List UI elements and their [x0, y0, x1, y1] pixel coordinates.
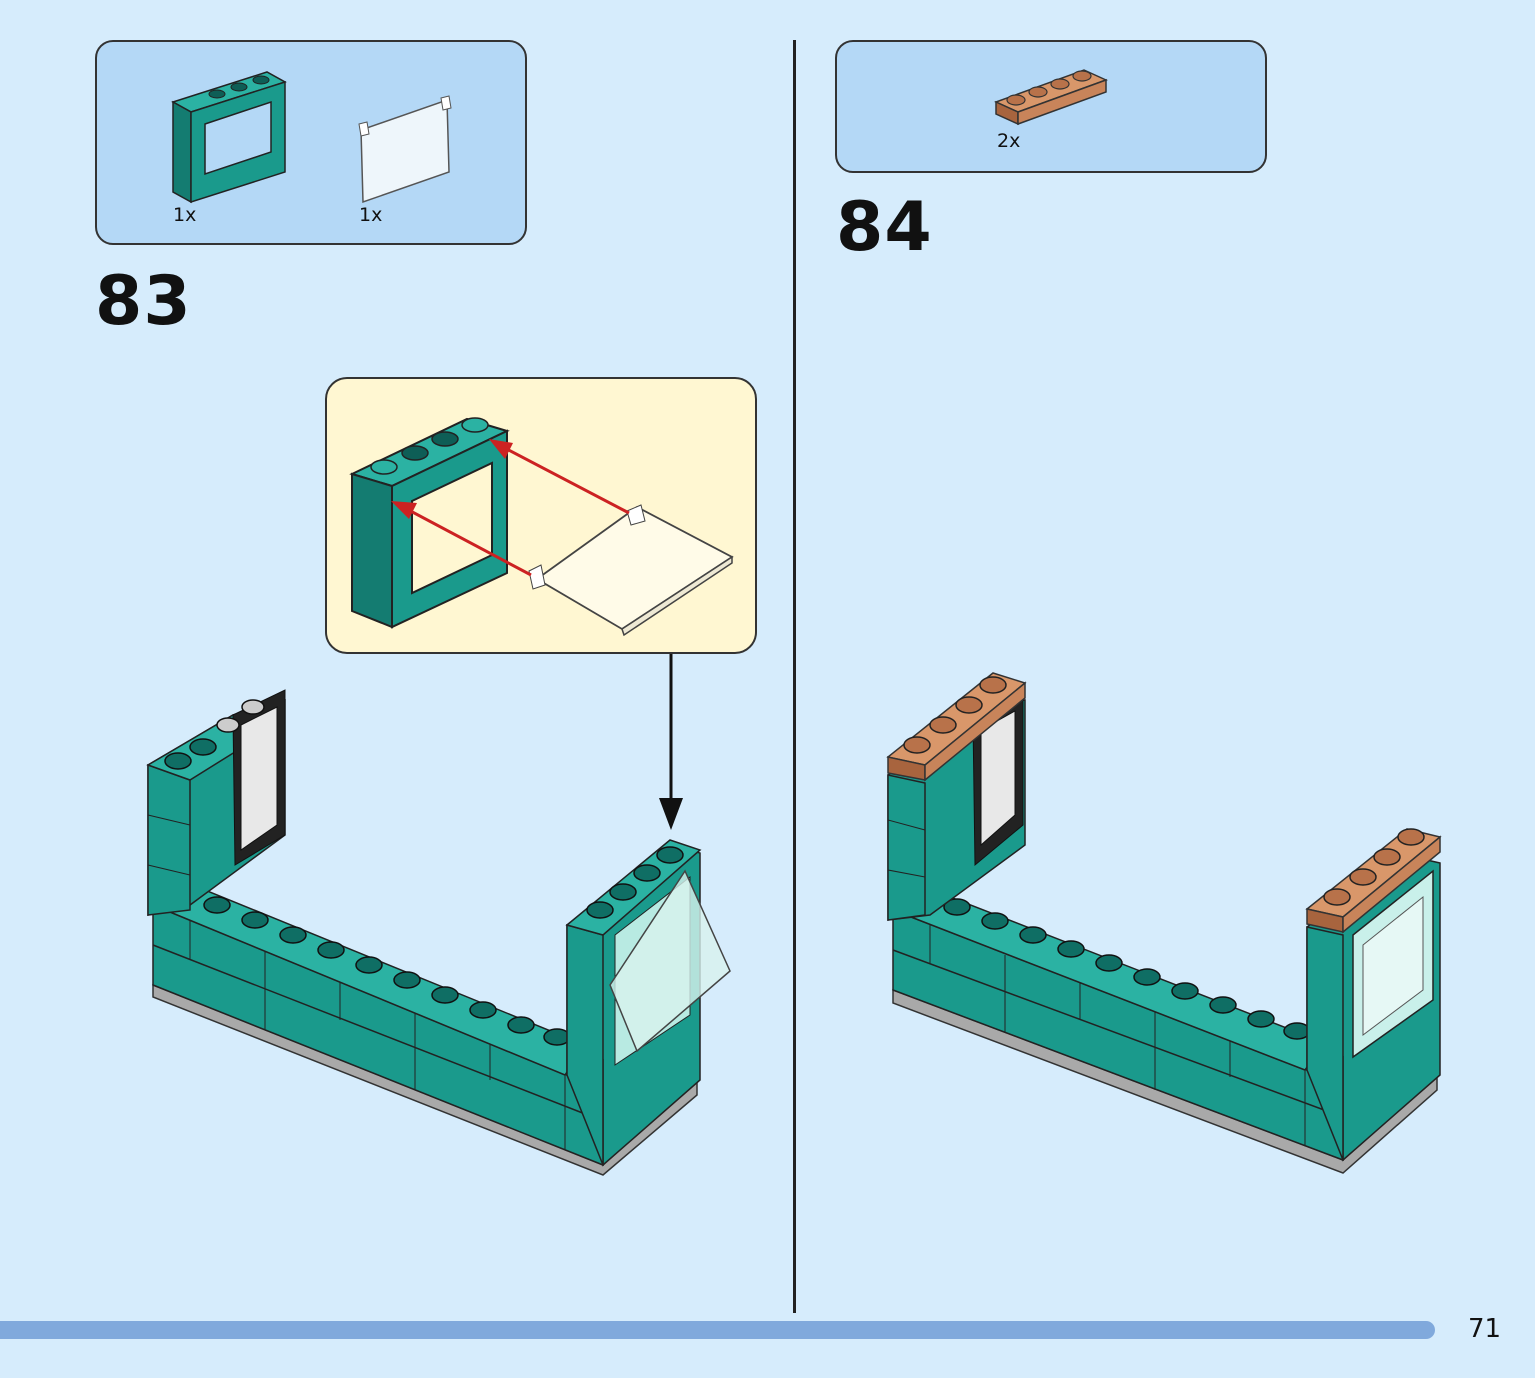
step-number-83: 83 [95, 262, 192, 341]
tan-plate-1x4-icon [994, 69, 1108, 126]
progress-bar [0, 1321, 1435, 1339]
assembly-callout [325, 377, 757, 654]
callout-illustration [349, 417, 734, 637]
step-divider [793, 40, 796, 1313]
window-frame-icon [171, 71, 287, 204]
step-84-model [886, 672, 1442, 1174]
part-qty-window-frame: 1x [173, 204, 197, 226]
parts-box-step-83: 1x 1x [95, 40, 527, 245]
part-qty-glass-pane: 1x [359, 204, 383, 226]
glass-pane-icon [358, 95, 452, 204]
step-number-84: 84 [836, 188, 933, 267]
step-83-model [146, 689, 731, 1176]
part-qty-tan-plate: 2x [997, 130, 1021, 152]
parts-box-step-84: 2x [835, 40, 1267, 173]
page-number: 71 [1468, 1314, 1502, 1344]
connector-arrow [659, 654, 683, 830]
